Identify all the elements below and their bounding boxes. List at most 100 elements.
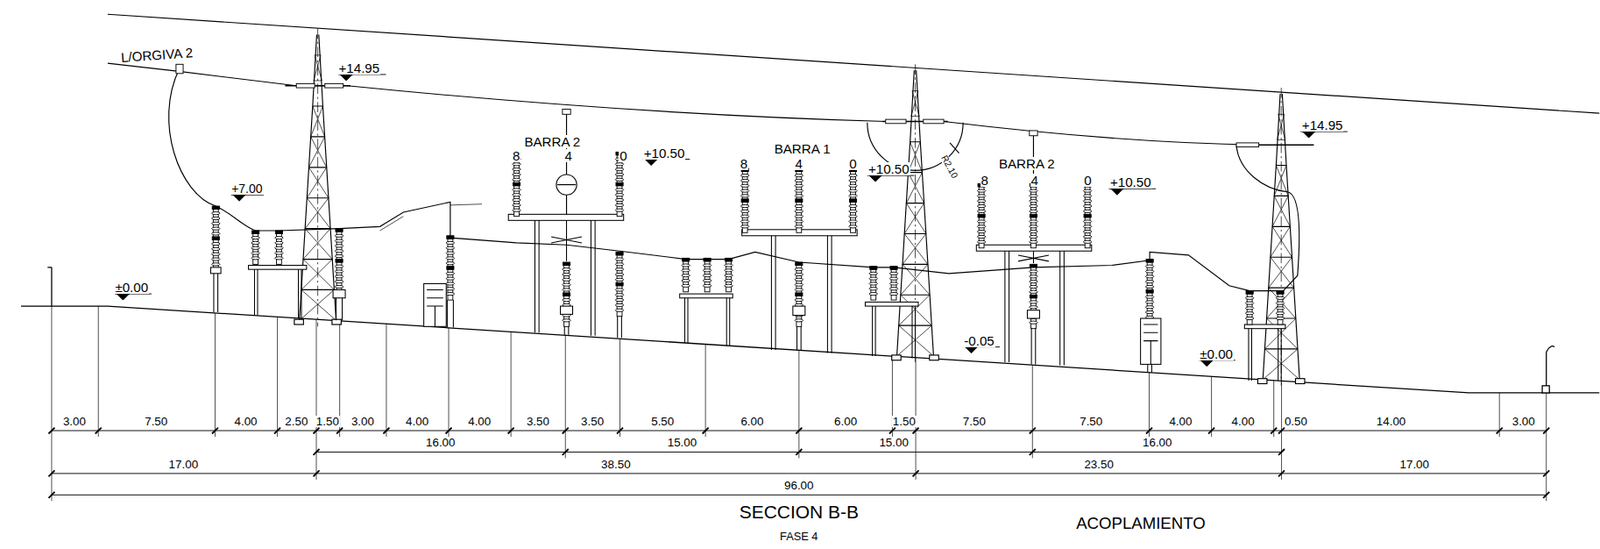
equipment [1018, 250, 1049, 263]
equipment [334, 228, 343, 262]
equipment [1275, 290, 1284, 325]
dimension: 17.00 [1399, 458, 1431, 470]
phase-number: 4 [563, 148, 573, 163]
line-name: L/ORGIVA 2 [120, 45, 195, 64]
phase-number: 4 [794, 156, 804, 170]
dimension: 4.00 [404, 415, 430, 427]
equipment [1145, 259, 1154, 293]
equipment [1245, 290, 1254, 325]
equipment [334, 259, 343, 293]
equipment [446, 235, 454, 270]
level-mark: ±0.00 [113, 280, 149, 294]
equipment [1143, 324, 1158, 364]
phase-number: 0 [618, 148, 628, 163]
insulator-strings [1029, 130, 1038, 136]
dimension: 14.00 [1375, 415, 1407, 427]
dimension: 16.00 [1141, 436, 1173, 448]
level-mark: +14.95 [1301, 118, 1345, 132]
equipment [1026, 310, 1040, 319]
overhead-wires [557, 184, 576, 185]
equipment [248, 265, 307, 270]
equipment [889, 266, 898, 300]
dimension: 23.50 [1083, 458, 1114, 470]
dimension-lines [48, 427, 1550, 498]
dimension-lines [51, 430, 1547, 495]
bus-name: BARRA 1 [773, 141, 832, 156]
radius-note: R2.10 [938, 153, 959, 181]
level-mark: +10.50 [867, 162, 911, 176]
dimension: 0.50 [1283, 415, 1309, 427]
equipment [615, 282, 624, 316]
equipment [1083, 183, 1091, 217]
equipment [446, 299, 454, 327]
equipment [681, 257, 690, 291]
equipment [336, 295, 343, 320]
equipment [1140, 318, 1162, 364]
level-mark: +10.50 [643, 146, 687, 160]
equipment [741, 198, 750, 233]
dimension: 7.50 [143, 415, 169, 427]
equipment [210, 267, 221, 274]
dimension: 6.00 [833, 415, 858, 427]
level-mark: +7.00 [230, 183, 263, 196]
equipment [275, 230, 284, 264]
overhead-wires [169, 69, 217, 206]
section-note: ACOPLAMIENTO [1075, 515, 1207, 532]
dimension: 3.50 [525, 415, 551, 427]
phase-number: 8 [511, 148, 521, 163]
equipment [771, 235, 832, 354]
dimension: 3.00 [350, 415, 376, 427]
dimension: 1.50 [892, 415, 917, 427]
main-conductor [380, 204, 482, 231]
dimension: 7.50 [1078, 415, 1104, 427]
extension-lines [51, 305, 1547, 501]
insulator-strings [176, 63, 1260, 147]
dimension: 3.00 [62, 415, 87, 427]
equipment [1244, 324, 1286, 329]
equipment [213, 269, 219, 312]
equipment [615, 251, 624, 285]
towers [284, 28, 1314, 386]
insulator-strings [296, 83, 315, 88]
overhead-wires [566, 112, 567, 214]
level-mark: -0.05 [962, 333, 995, 347]
phase-note: FASE 4 [778, 530, 819, 543]
equipment [212, 236, 220, 270]
overhead-wires [107, 14, 1600, 291]
equipment [679, 293, 734, 298]
dimension: 96.00 [783, 479, 815, 491]
equipment [685, 297, 730, 347]
equipment [551, 219, 582, 262]
insulator-strings [176, 63, 184, 73]
dimension: 4.00 [1168, 415, 1193, 427]
phase-number: 0 [1083, 173, 1092, 187]
equipment [1005, 250, 1064, 365]
equipment [1029, 213, 1038, 248]
equipment [849, 198, 857, 233]
dimension: 4.00 [1231, 415, 1256, 427]
insulator-strings [923, 119, 944, 124]
equipment [794, 168, 803, 202]
equipment [562, 261, 571, 296]
dimension-lines [48, 427, 1550, 498]
ground-line [21, 267, 1600, 393]
equipment [849, 168, 857, 202]
equipment [426, 289, 444, 326]
dimension: 15.00 [666, 436, 698, 448]
equipment [794, 261, 803, 296]
level-mark: +14.95 [338, 61, 382, 75]
equipment [534, 219, 595, 335]
dimension: 15.00 [877, 436, 909, 448]
dimension: 4.00 [233, 415, 259, 427]
dimension: 6.00 [739, 415, 765, 427]
phase-number: 4 [1030, 173, 1040, 187]
dimension: 3.00 [1511, 415, 1537, 427]
equipment [976, 183, 985, 217]
equipment [797, 325, 802, 350]
equipment [615, 182, 624, 216]
dimension: 17.00 [168, 458, 199, 470]
equipment [424, 283, 447, 326]
towers [1248, 87, 1314, 386]
